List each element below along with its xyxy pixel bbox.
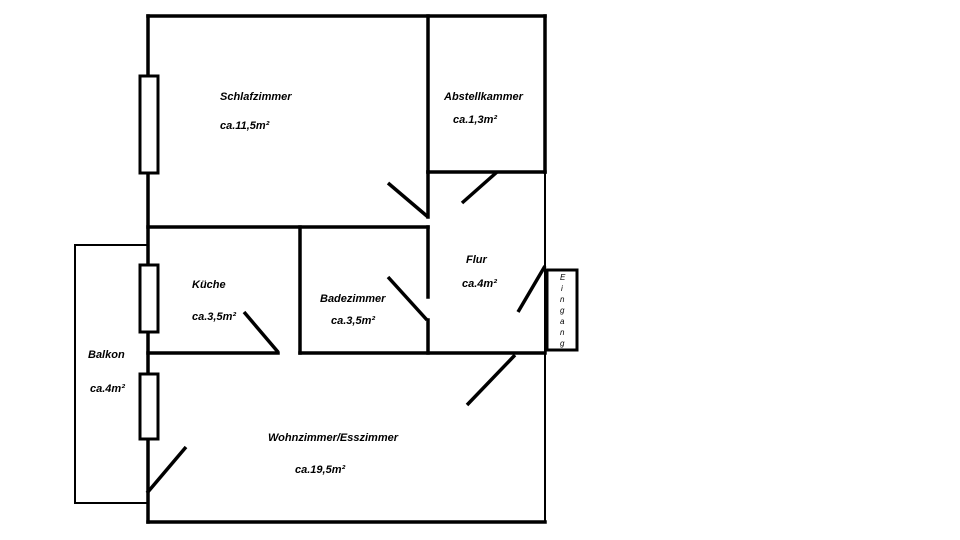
badezimmer-name: Badezimmer [320,293,386,305]
eingang-letter: g [560,339,565,348]
eingang-letter: n [560,328,565,337]
eingang-label: E i n g a n g [560,273,566,348]
badezimmer-area: ca.3,5m² [331,315,375,327]
door-eingang [516,265,547,313]
door-badezimmer [386,275,429,322]
schlafzimmer-area: ca.11,5m² [220,120,270,132]
eingang-letter: n [560,295,565,304]
door-wohnzimmer [465,353,517,407]
eingang-letter: g [560,306,565,315]
kueche-name: Küche [192,279,226,291]
window-schlafzimmer [138,74,160,175]
wohnzimmer-area: ca.19,5m² [295,464,345,476]
window-kueche [138,263,160,334]
door-abstellkammer [460,170,499,205]
eingang-box [545,268,579,352]
balkon-name: Balkon [88,349,125,361]
balkon-area: ca.4m² [90,383,125,395]
kueche-area: ca.3,5m² [192,311,236,323]
schlafzimmer-name: Schlafzimmer [220,91,292,103]
flur-area: ca.4m² [462,278,497,290]
door-kueche [242,310,280,354]
door-balkon [145,445,188,495]
windows [138,74,160,441]
eingang-letter: a [560,317,565,326]
window-wohnzimmer [138,372,160,441]
wohnzimmer-name: Wohnzimmer/Esszimmer [268,432,399,444]
doors [145,170,547,495]
abstellkammer-name: Abstellkammer [443,91,524,103]
abstellkammer-area: ca.1,3m² [453,114,497,126]
door-schlafzimmer [386,181,430,219]
balkon-outline [74,244,149,504]
eingang-letter: i [561,284,563,293]
flur-name: Flur [466,254,487,266]
eingang-letter: E [560,273,566,282]
